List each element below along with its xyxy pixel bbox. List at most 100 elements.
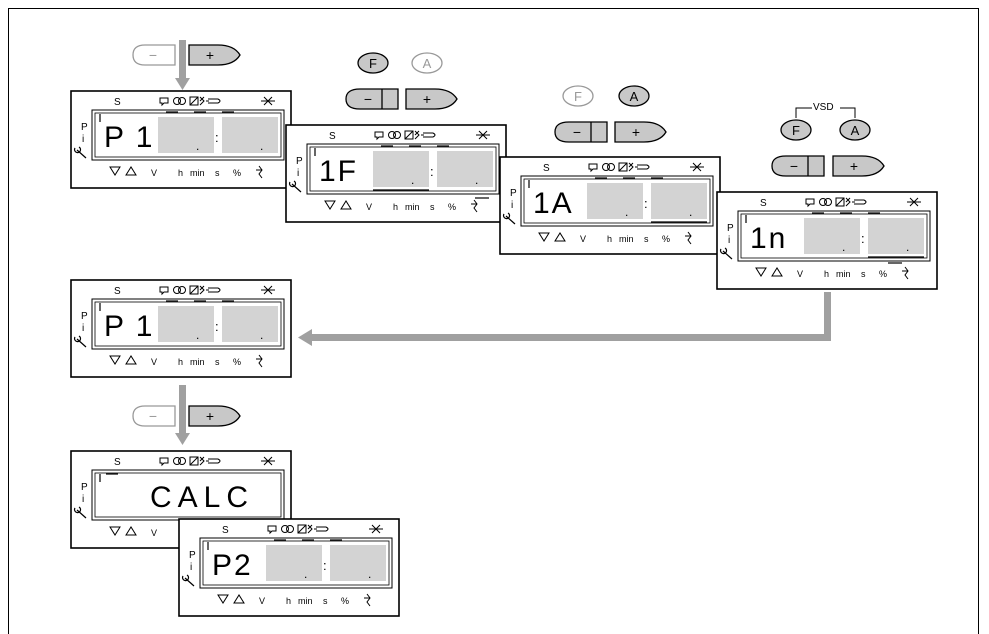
svg-text:F: F <box>792 123 800 138</box>
ignition-spark-icon <box>256 165 263 179</box>
unit-pct: % <box>233 168 241 178</box>
unit-min: min <box>619 234 634 244</box>
minus-button-3[interactable]: − <box>770 154 826 185</box>
plus-button-1[interactable]: + <box>405 87 459 118</box>
unit-v: V <box>151 357 157 367</box>
display-code: 1n <box>750 222 787 255</box>
fault-icon <box>261 456 275 466</box>
triangle-up-icon <box>233 594 245 604</box>
decimal-left: . <box>625 205 628 219</box>
a-button-1[interactable]: A <box>410 51 444 80</box>
label-s: S <box>543 163 550 174</box>
plus-button-mid[interactable]: + <box>188 404 242 435</box>
label-i: i <box>297 168 299 179</box>
plus-button-3[interactable]: + <box>832 154 886 185</box>
a-button-3[interactable]: A <box>838 118 872 147</box>
label-p: P <box>81 482 88 493</box>
f-button-1[interactable]: F <box>356 51 390 80</box>
valve-icon <box>404 130 414 140</box>
unit-pct: % <box>879 269 887 279</box>
triangle-down-icon <box>324 200 336 210</box>
triangle-up-icon <box>125 166 137 176</box>
unit-v: V <box>580 234 586 244</box>
display-code: CALC <box>150 481 254 514</box>
unit-pct: % <box>662 234 670 244</box>
minus-button-1[interactable]: − <box>344 87 400 118</box>
minus-button-top[interactable]: − <box>131 43 177 74</box>
separator: : <box>215 319 219 334</box>
unit-pct: % <box>233 357 241 367</box>
triangle-up-icon <box>125 526 137 536</box>
f-button-2[interactable]: F <box>561 84 595 113</box>
unit-sec: s <box>215 168 220 178</box>
display-code: 1F <box>319 155 358 188</box>
unit-v: V <box>259 596 265 606</box>
diagram-frame <box>8 8 979 634</box>
ignition-spark-icon <box>902 266 909 280</box>
decimal-left: . <box>196 328 199 342</box>
oil-icon <box>199 96 205 106</box>
status-icons <box>159 96 275 107</box>
decimal-right: . <box>689 205 692 219</box>
label-s: S <box>222 525 229 536</box>
decimal-right: . <box>906 240 909 254</box>
plus-button-2[interactable]: + <box>614 120 668 151</box>
label-p: P <box>727 223 734 234</box>
display-code: P 1 <box>104 121 155 154</box>
decimal-right: . <box>368 567 371 581</box>
decimal-left: . <box>842 240 845 254</box>
oil-icon <box>307 524 313 534</box>
a-button-2[interactable]: A <box>617 84 651 113</box>
svg-text:A: A <box>630 89 639 104</box>
status-icons <box>588 162 704 173</box>
f-button-3[interactable]: F <box>779 118 813 147</box>
unit-sec: s <box>430 202 435 212</box>
unit-sec: s <box>323 596 328 606</box>
label-s: S <box>760 198 767 209</box>
label-i: i <box>728 235 730 246</box>
unit-sec: s <box>215 357 220 367</box>
segment-right <box>437 151 493 187</box>
triangle-down-icon <box>109 166 121 176</box>
display-code: P 1 <box>104 310 155 343</box>
valve-icon <box>189 456 199 466</box>
unit-h: h <box>824 269 829 279</box>
flame-icon <box>159 97 169 107</box>
unit-h: h <box>393 202 398 212</box>
label-i: i <box>82 494 84 505</box>
triangle-down-icon <box>538 232 550 242</box>
svg-text:+: + <box>632 124 640 140</box>
fan-icon <box>388 131 396 139</box>
minus-label: − <box>149 47 157 63</box>
display-code: P2 <box>212 549 253 582</box>
label-p: P <box>81 311 88 322</box>
label-i: i <box>82 323 84 334</box>
label-p: P <box>189 550 196 561</box>
unit-min: min <box>836 269 851 279</box>
ignition-spark-icon <box>364 593 371 607</box>
minus-button-2[interactable]: − <box>553 120 609 151</box>
segment-left <box>158 306 214 342</box>
ignition-icon <box>206 287 221 293</box>
wrench-icon <box>73 146 87 159</box>
ignition-icon <box>206 98 221 104</box>
ignition-icon <box>206 458 221 464</box>
wrench-icon <box>73 506 87 519</box>
triangle-down-icon <box>109 355 121 365</box>
separator: : <box>323 558 327 573</box>
separator: : <box>215 130 219 145</box>
minus-button-mid[interactable]: − <box>131 404 177 435</box>
triangle-down-icon <box>109 526 121 536</box>
segment-left <box>804 218 860 254</box>
wrench-icon <box>502 212 516 225</box>
svg-text:−: − <box>149 408 157 424</box>
wrench-icon <box>719 247 733 260</box>
decimal-right: . <box>260 328 263 342</box>
unit-h: h <box>178 168 183 178</box>
plus-button-top[interactable]: + <box>188 43 242 74</box>
ignition-spark-icon <box>685 231 692 245</box>
